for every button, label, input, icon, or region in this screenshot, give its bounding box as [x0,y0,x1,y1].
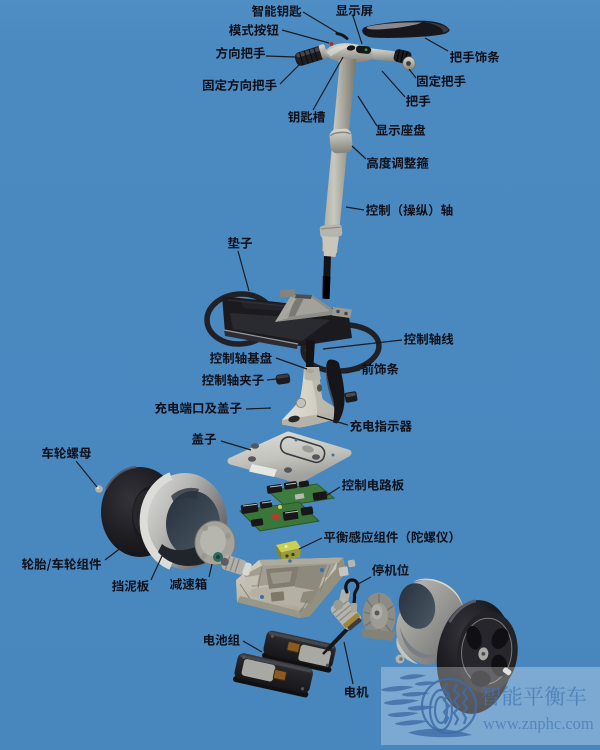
svg-text:www.znphc.com: www.znphc.com [483,714,594,733]
